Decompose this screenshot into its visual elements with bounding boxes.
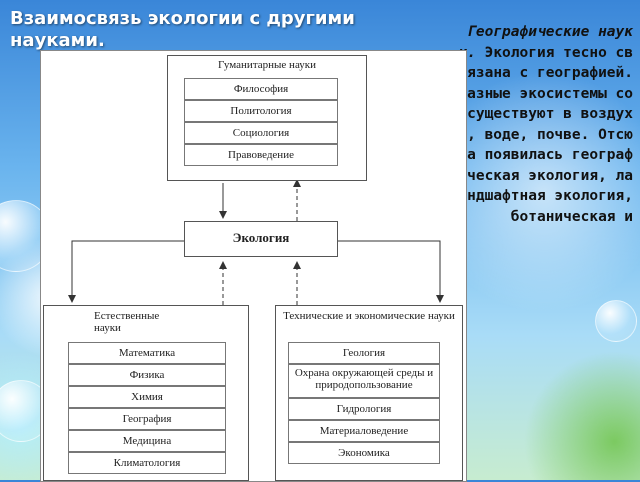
natural-item: Физика [68, 364, 226, 386]
humanities-item: Философия [184, 78, 338, 100]
natural-item: Математика [68, 342, 226, 364]
natural-item: Химия [68, 386, 226, 408]
natural-item: Климатология [68, 452, 226, 474]
side-text: Географические науки. Экология тесно свя… [455, 22, 633, 227]
humanities-box: Гуманитарные науки Философия Политология… [167, 55, 367, 181]
technical-item: Геология [288, 342, 440, 364]
decor-bubble [595, 300, 637, 342]
technical-item: Гидрология [288, 398, 440, 420]
arrow-ecology-to-natural [68, 240, 184, 303]
side-text-body: Экология тесно связана с географией. Раз… [458, 44, 633, 225]
arrow-ecology-to-technical [338, 240, 444, 303]
humanities-item: Правоведение [184, 144, 338, 166]
humanities-item: Политология [184, 100, 338, 122]
technical-item: Материаловедение [288, 420, 440, 442]
slide-title: Взаимосвязь экологии с другими науками. [10, 8, 355, 51]
technical-sciences-box: Технические и экономические науки Геолог… [275, 305, 463, 481]
technical-item: Экономика [288, 442, 440, 464]
natural-item: География [68, 408, 226, 430]
humanities-item: Социология [184, 122, 338, 144]
technical-sciences-title: Технические и экономические науки [283, 310, 455, 322]
natural-sciences-box: Естественные науки Математика Физика Хим… [43, 305, 249, 481]
ecology-node: Экология [184, 221, 338, 257]
connector-arrows [68, 179, 444, 305]
humanities-title: Гуманитарные науки [217, 59, 316, 71]
natural-sciences-title: Естественные науки [94, 310, 160, 334]
natural-item: Медицина [68, 430, 226, 452]
technical-item: Охрана окружающей среды и природопользов… [288, 364, 440, 398]
diagram-panel: Гуманитарные науки Философия Политология… [40, 50, 467, 482]
